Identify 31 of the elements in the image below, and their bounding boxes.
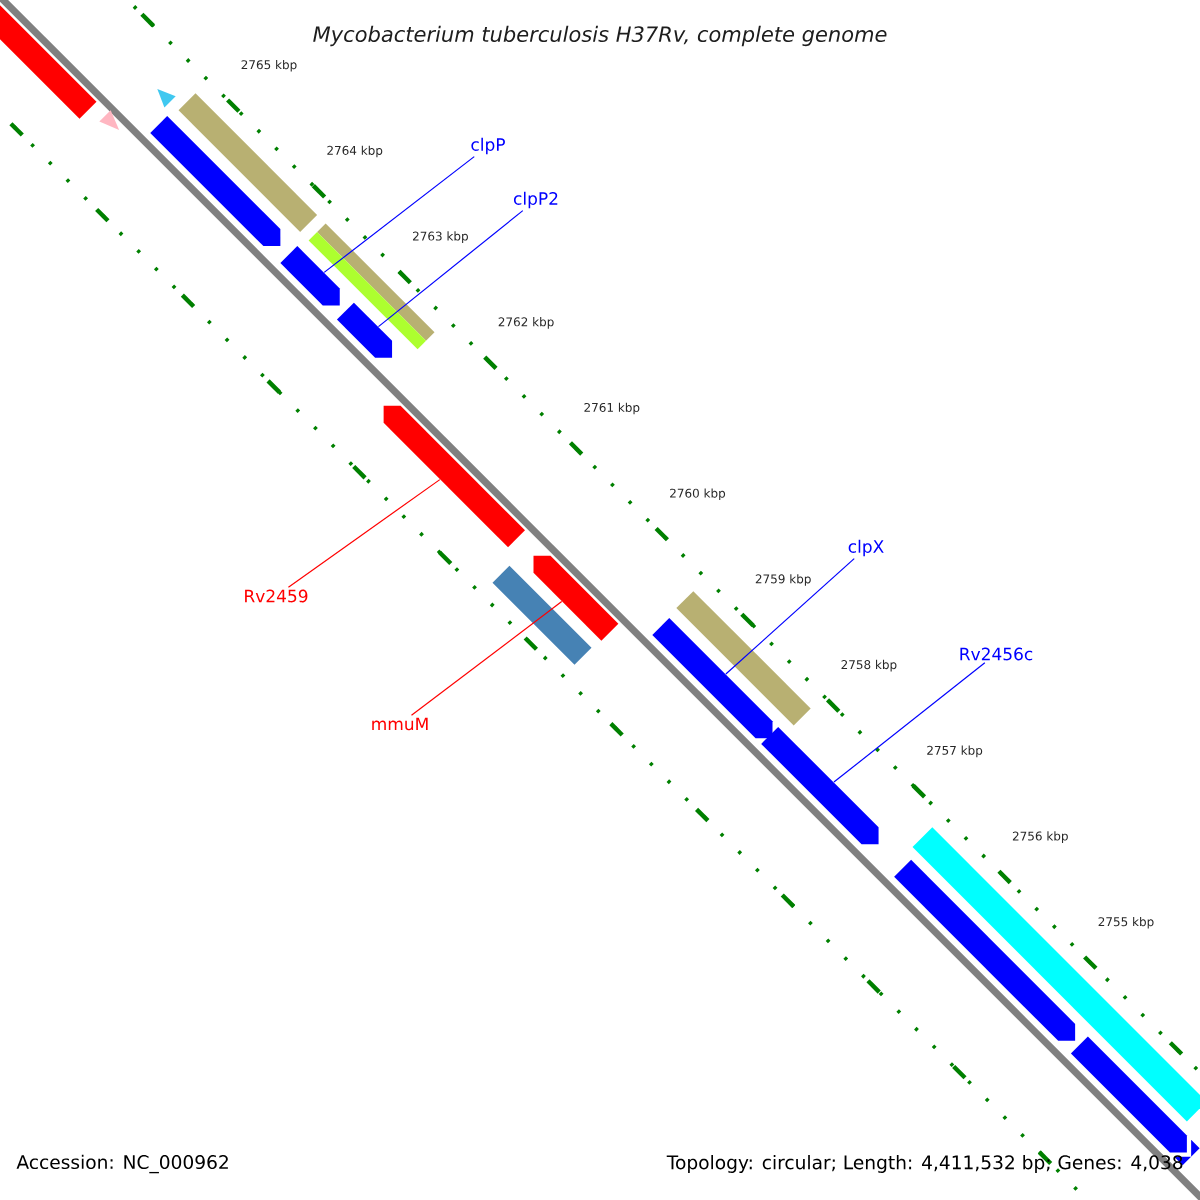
gene-bar: [492, 565, 592, 665]
leader-line: [377, 210, 524, 328]
gene-bar: [280, 246, 340, 306]
leader-line: [833, 662, 986, 783]
gene-label: clpP: [471, 137, 505, 155]
footer-text: Accession: NC_000962: [16, 1154, 228, 1174]
gene-bar: [383, 405, 525, 548]
gene-bar: [336, 302, 393, 358]
gene-label: mmuM: [372, 717, 428, 731]
gene-bar: [150, 115, 281, 247]
gene-bar: [533, 555, 619, 641]
gene-bar: [894, 859, 1076, 1041]
gene-bar: [652, 618, 773, 739]
gene-triangle: [157, 89, 176, 108]
gene-bar: [676, 591, 811, 726]
gene-label: Rv2456c: [960, 647, 1033, 661]
leader-line: [725, 558, 855, 675]
gene-label: Rv2459: [245, 589, 308, 603]
gene-bar: [178, 93, 318, 232]
footer-text: Topology: circular; Length: 4,411,532 bp; Genes: 4,038: [666, 1155, 1183, 1173]
gene-bar: [761, 726, 879, 845]
leader-line: [410, 600, 563, 716]
title: Mycobacterium tuberculosis H37Rv, complete genome: [313, 25, 887, 47]
gene-bar: [912, 827, 1200, 1122]
gene-bar: [0, 0, 97, 119]
gene-triangle: [99, 110, 120, 131]
gene-label: clpX: [848, 539, 884, 557]
gene-label: clpP2: [514, 191, 558, 209]
gene-bar: [1070, 1036, 1187, 1153]
leader-line: [323, 156, 475, 273]
leader-line: [287, 479, 441, 588]
